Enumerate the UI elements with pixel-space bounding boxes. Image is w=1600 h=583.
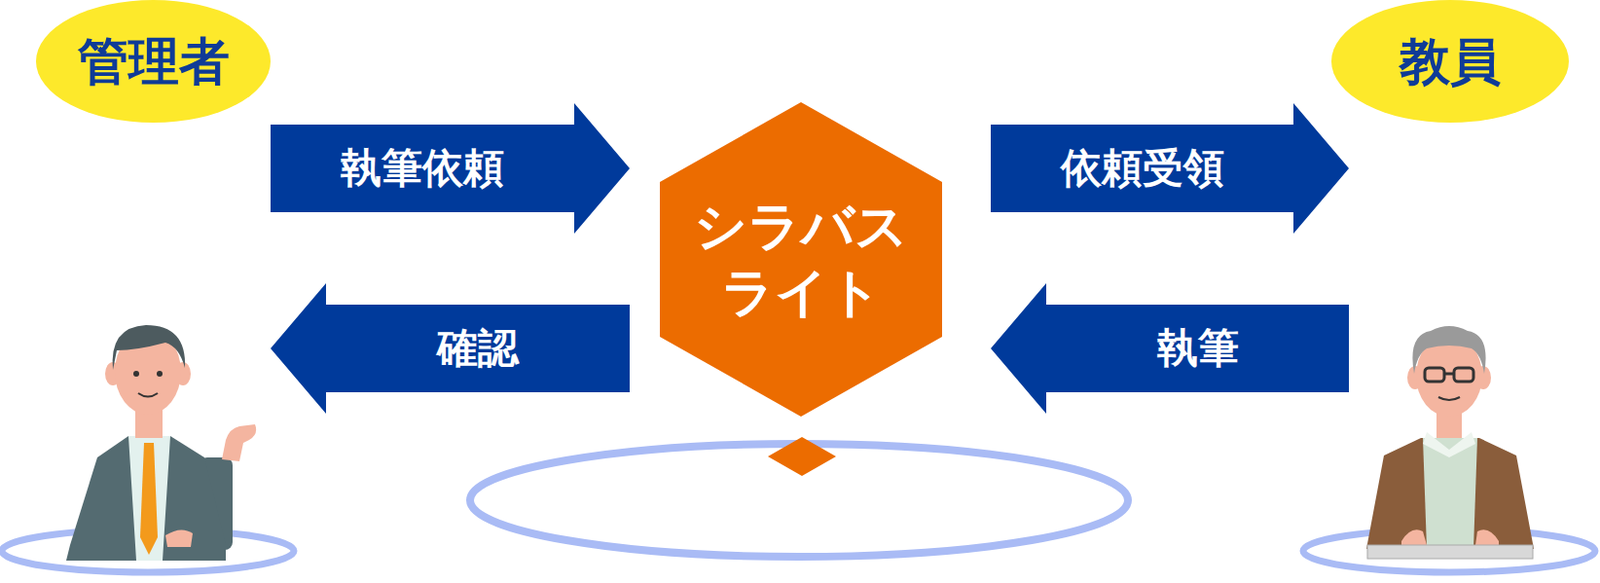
- block-arrow: [990, 283, 1349, 414]
- hexagon-fill: [659, 102, 943, 417]
- manager-shirt: [128, 436, 171, 561]
- node-label: 管理者: [77, 30, 230, 94]
- teacher-laptop: [1367, 545, 1533, 559]
- teacher-hand: [1401, 529, 1427, 546]
- block-arrow: [990, 103, 1349, 234]
- hexagon-outline: [659, 102, 943, 417]
- manager-jacket: [66, 436, 226, 561]
- teacher-hair: [1412, 326, 1486, 374]
- manager-mouth: [138, 393, 158, 398]
- block-arrow: [270, 103, 630, 234]
- manager-eye: [156, 370, 163, 377]
- arrow-label: 依頼受領: [1060, 147, 1225, 189]
- system-hexagon: シラバス ライト: [659, 102, 943, 417]
- node-label: 教員: [1399, 30, 1501, 94]
- teacher-glasses: [1444, 372, 1455, 376]
- teacher-hand: [1475, 529, 1499, 546]
- manager-hair: [112, 325, 185, 370]
- teacher-glasses: [1454, 367, 1474, 382]
- role-ellipse: 教員: [1331, 0, 1569, 123]
- teacher-mouth: [1438, 397, 1460, 400]
- arrow-label: 執筆: [1157, 327, 1239, 369]
- arrow-label: 執筆依頼: [340, 147, 505, 189]
- manager-hand: [221, 424, 256, 462]
- arrow-label: 確認: [436, 327, 519, 369]
- block-arrow: [270, 283, 630, 414]
- manager-tie: [140, 442, 158, 555]
- teacher-glasses: [1424, 367, 1445, 382]
- manager-figure: [1, 325, 294, 573]
- node-label: シラバス ライト: [679, 193, 923, 326]
- role-ellipse: 管理者: [36, 0, 271, 123]
- manager-hand: [165, 529, 193, 547]
- manager-eye: [133, 370, 140, 377]
- platform-diamond: [767, 436, 837, 476]
